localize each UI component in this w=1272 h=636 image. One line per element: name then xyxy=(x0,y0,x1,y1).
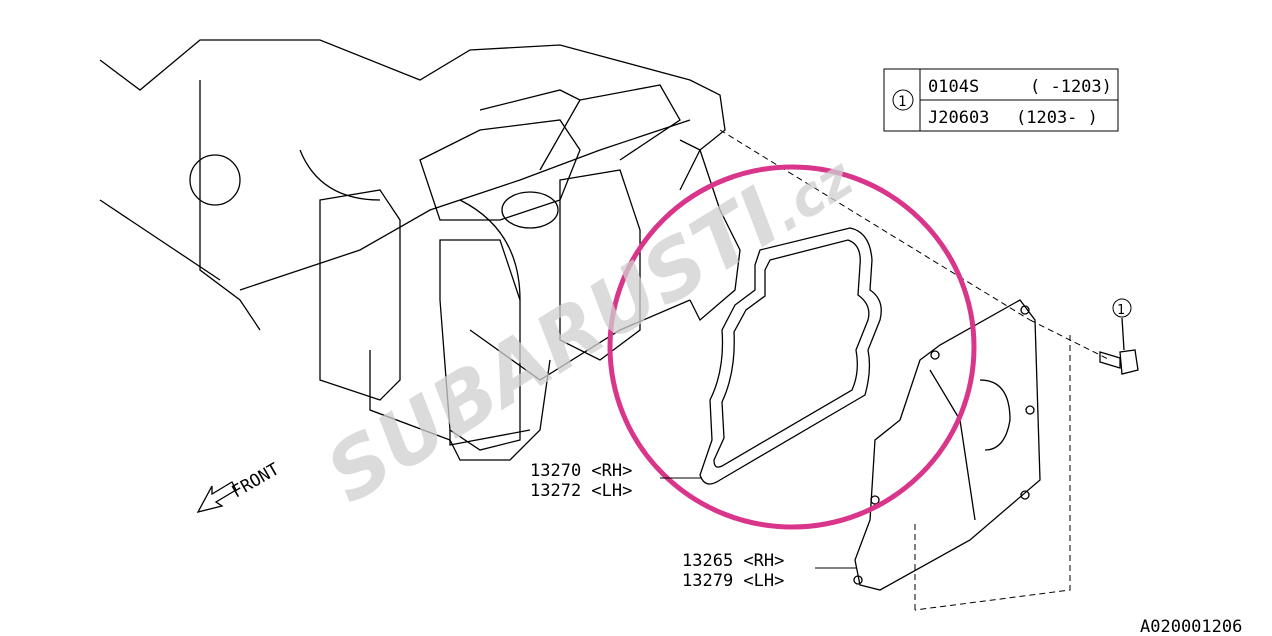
front-arrow-icon xyxy=(196,481,237,513)
alignment-lines xyxy=(719,129,1111,611)
bolt xyxy=(1099,317,1139,375)
diagram-code: A020001206 xyxy=(1140,617,1242,636)
valve-cover xyxy=(853,299,1041,591)
engine-block-drawing xyxy=(99,39,741,461)
legend-symbol: 1 xyxy=(898,94,906,110)
legend-part-2: J20603 xyxy=(928,108,989,128)
bolt-callout-circle xyxy=(1112,298,1132,318)
bolt-callout-number: 1 xyxy=(1117,303,1125,318)
legend-range-1: ( -1203) xyxy=(1030,77,1112,97)
legend-table: 1 0104S ( -1203) J20603 (1203- ) xyxy=(883,68,1119,132)
gasket-rh-part: 13270 <RH> xyxy=(530,461,632,481)
legend-range-2: (1203- ) xyxy=(1016,108,1098,128)
legend-part-1: 0104S xyxy=(928,77,979,97)
gasket-lh-part: 13272 <LH> xyxy=(530,481,632,501)
front-label: FRONT xyxy=(229,459,283,502)
cover-rh-part: 13265 <RH> xyxy=(682,551,784,571)
cover-lh-part: 13279 <LH> xyxy=(682,571,784,591)
valve-cover-gasket xyxy=(699,227,882,485)
highlight-circle xyxy=(607,164,977,530)
